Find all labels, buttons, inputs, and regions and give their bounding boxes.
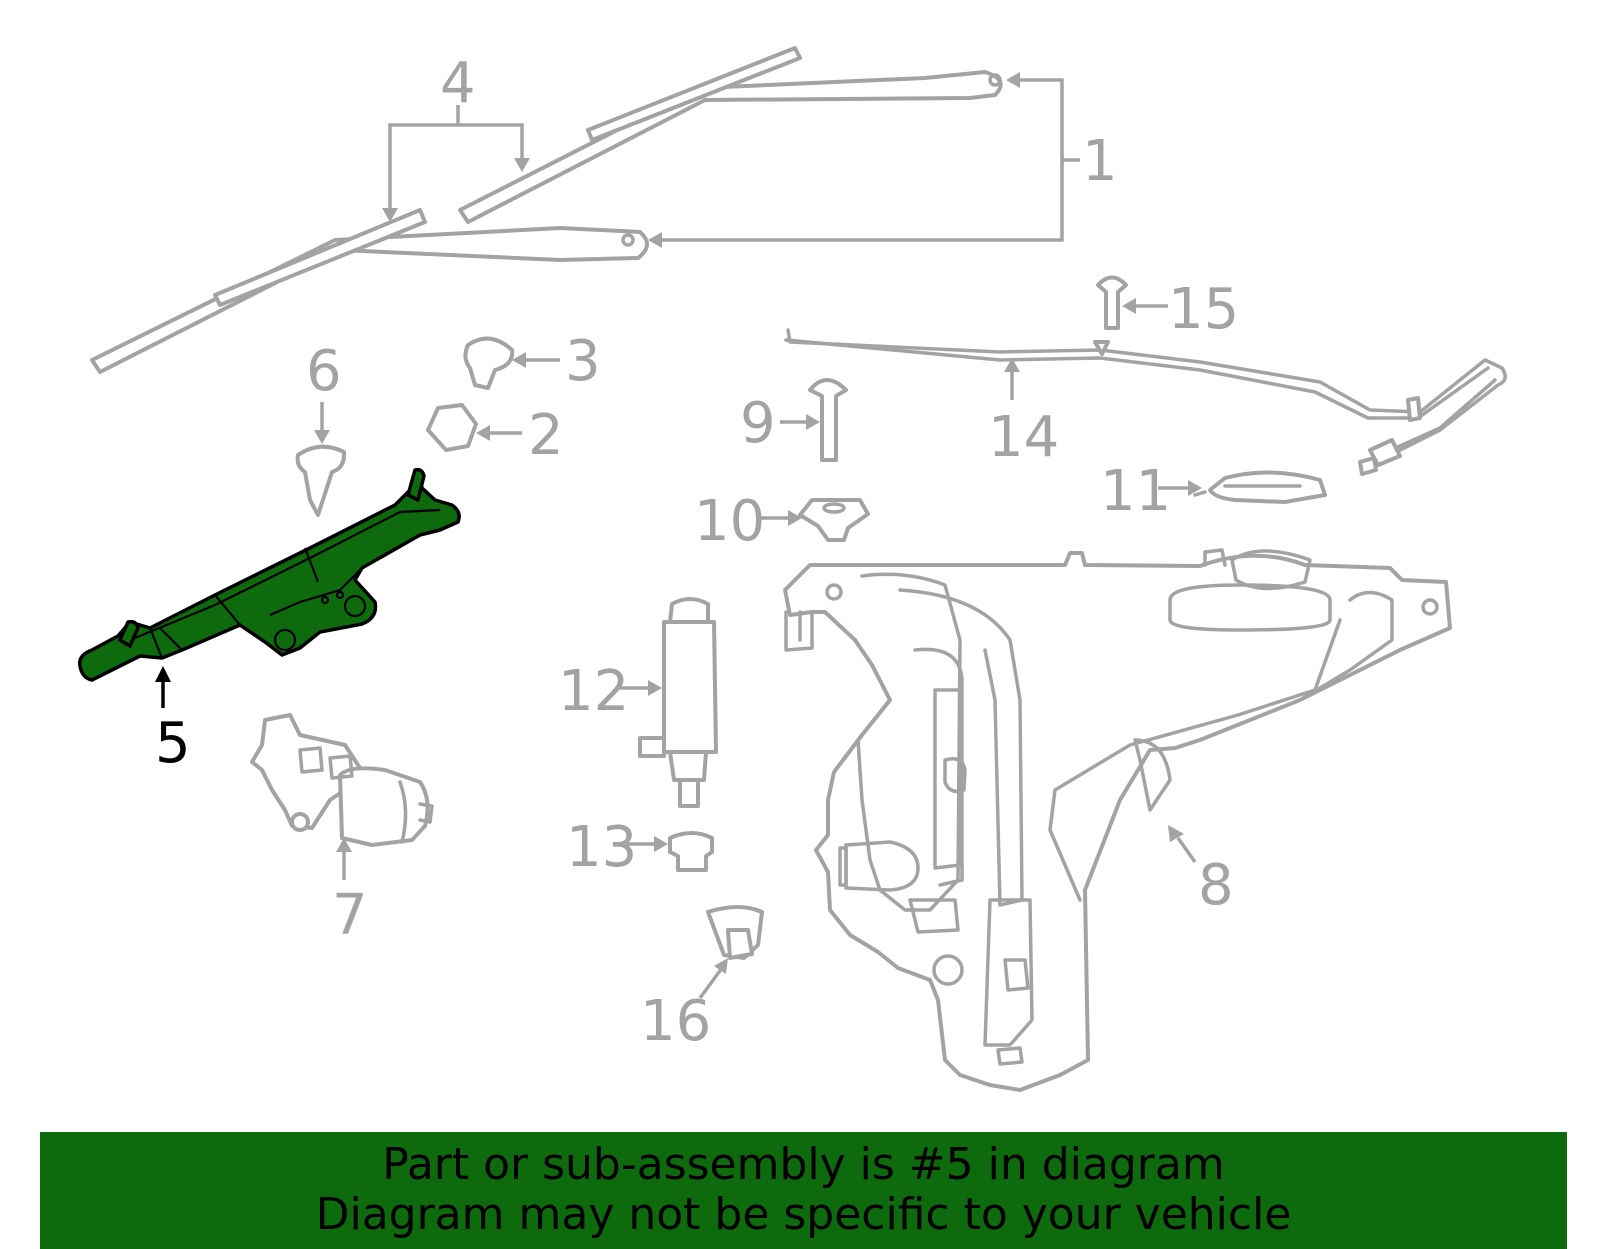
hex-nut[interactable] <box>426 403 478 452</box>
callout-5[interactable]: 5 <box>155 711 191 776</box>
callout-11-leader <box>1158 480 1202 496</box>
callout-4[interactable]: 4 <box>440 51 476 116</box>
callout-8[interactable]: 8 <box>1198 853 1234 918</box>
callout-10-leader <box>756 510 802 526</box>
callout-12-leader <box>620 680 662 696</box>
push-pin-clip[interactable] <box>295 444 347 517</box>
callout-6-leader <box>314 402 330 444</box>
washer-hose[interactable] <box>784 328 1507 476</box>
washer-pump[interactable] <box>638 597 718 808</box>
callout-14-leader <box>1004 358 1020 400</box>
callout-11[interactable]: 11 <box>1100 459 1171 524</box>
filler-seal[interactable] <box>1193 470 1327 504</box>
callout-5-leader <box>155 666 171 708</box>
callout-14[interactable]: 14 <box>988 405 1059 470</box>
callout-6[interactable]: 6 <box>306 339 342 404</box>
info-banner: Part or sub-assembly is #5 in diagram Di… <box>40 1132 1567 1249</box>
nut-clip[interactable] <box>798 498 870 542</box>
washer-reservoir[interactable] <box>783 548 1452 1092</box>
callout-13-leader <box>626 836 668 852</box>
callout-1-leader <box>648 72 1080 248</box>
bolt-9[interactable] <box>808 378 848 462</box>
callout-16[interactable]: 16 <box>640 989 711 1054</box>
callout-7[interactable]: 7 <box>332 883 368 948</box>
banner-line-1: Part or sub-assembly is #5 in diagram <box>382 1139 1225 1190</box>
callout-4-leader <box>382 105 530 222</box>
wiper-motor[interactable] <box>250 713 434 847</box>
callout-2-leader <box>476 425 522 441</box>
callout-9[interactable]: 9 <box>740 391 776 456</box>
wiper-linkage-assembly[interactable] <box>78 467 461 682</box>
callout-15[interactable]: 15 <box>1168 277 1239 342</box>
callout-12[interactable]: 12 <box>558 659 629 724</box>
callout-7-leader <box>336 838 352 880</box>
callout-13[interactable]: 13 <box>566 815 637 880</box>
wiper-arm-lower[interactable] <box>90 208 649 374</box>
callout-1[interactable]: 1 <box>1082 129 1118 194</box>
callout-3[interactable]: 3 <box>565 329 601 394</box>
callout-2[interactable]: 2 <box>528 403 564 468</box>
parts-diagram: 4 1 3 2 6 <box>78 46 1507 1092</box>
banner-line-2: Diagram may not be specific to your vehi… <box>315 1189 1292 1240</box>
callout-16-leader <box>698 958 728 1000</box>
wiper-arm-upper[interactable] <box>458 46 1003 224</box>
callout-10[interactable]: 10 <box>694 489 765 554</box>
callout-8-leader <box>1168 825 1197 864</box>
callout-3-leader <box>512 352 560 368</box>
callout-15-leader <box>1122 298 1168 314</box>
level-sensor[interactable] <box>706 905 764 960</box>
pivot-cap[interactable] <box>463 336 515 390</box>
callout-9-leader <box>780 414 820 430</box>
bolt-15[interactable] <box>1096 275 1128 330</box>
pump-grommet[interactable] <box>668 831 714 872</box>
